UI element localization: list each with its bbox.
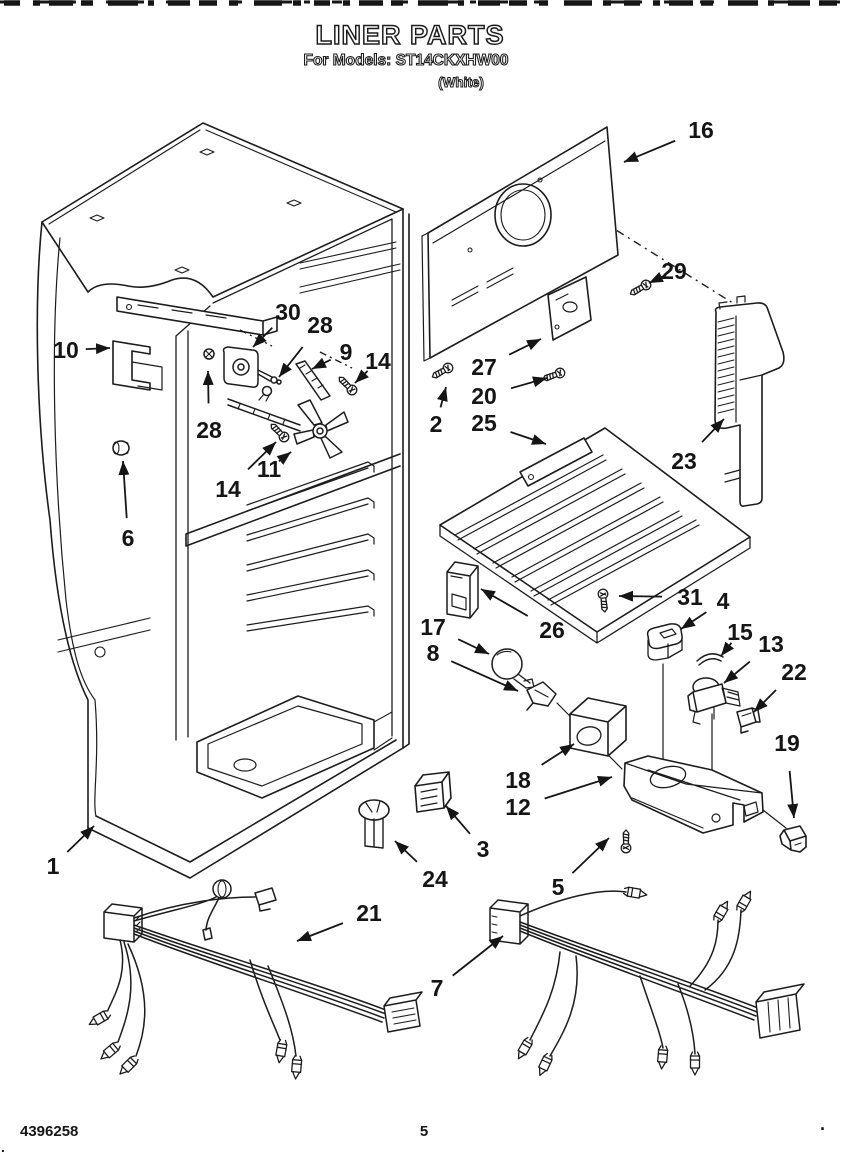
- callout-label-12: 12: [505, 794, 531, 820]
- callout-label-9: 9: [340, 339, 353, 365]
- wire-harness-7-drawing: [489, 885, 805, 1079]
- callout-arrow-2: [437, 386, 448, 408]
- callout-arrow-3: [445, 805, 471, 835]
- footer-stray-mark-left: .: [1, 1139, 5, 1155]
- callout-arrow-20: [510, 376, 548, 390]
- lamp-housing-and-console-drawing: [358, 697, 807, 854]
- refrigerator-liner-cabinet-drawing: [36, 122, 410, 879]
- footer-doc-number: 4396258: [20, 1123, 78, 1140]
- screw-2-drawing: [429, 360, 456, 382]
- wire-harness-21-drawing: [86, 879, 423, 1081]
- callout-label-28: 28: [196, 417, 222, 443]
- callout-arrow-5: [571, 837, 610, 874]
- callout-arrow-27: [508, 338, 542, 356]
- callout-arrow-15: [720, 641, 735, 657]
- callout-label-16: 16: [688, 117, 714, 143]
- callout-label-29: 29: [661, 258, 687, 284]
- callout-arrow-31: [618, 590, 663, 602]
- callout-arrow-29: [648, 271, 665, 284]
- callout-label-13: 13: [758, 631, 784, 657]
- callout-label-14: 14: [215, 476, 241, 502]
- callout-label-19: 19: [774, 730, 800, 756]
- callout-label-4: 4: [717, 588, 730, 614]
- callout-label-2: 2: [430, 411, 443, 437]
- callout-label-28: 28: [307, 312, 333, 338]
- callout-label-21: 21: [356, 900, 382, 926]
- air-duct-23-drawing: [714, 295, 785, 507]
- callout-label-3: 3: [477, 836, 490, 862]
- callout-arrow-10: [85, 343, 111, 355]
- callout-arrow-23: [701, 418, 725, 443]
- screw-29-drawing: [627, 277, 654, 299]
- callout-label-17: 17: [420, 614, 446, 640]
- callout-label-8: 8: [427, 640, 440, 666]
- callout-label-26: 26: [539, 617, 565, 643]
- callout-label-20: 20: [471, 383, 497, 409]
- callout-arrow-8: [450, 660, 519, 692]
- callout-arrow-4: [680, 611, 707, 630]
- callout-arrow-25: [510, 431, 547, 445]
- page-title: LINER PARTS: [315, 20, 504, 50]
- callout-label-24: 24: [422, 866, 448, 892]
- callout-arrow-6: [118, 460, 130, 519]
- callout-arrow-9: [311, 357, 332, 370]
- small-parts-center-drawing: [446, 561, 761, 811]
- callout-arrow-28: [278, 346, 304, 378]
- footer-stray-mark-right: .: [820, 1114, 825, 1134]
- screw-14-upper-drawing: [335, 373, 360, 398]
- callout-arrow-18: [541, 743, 575, 766]
- callout-arrow-30: [252, 327, 273, 348]
- callout-label-1: 1: [47, 853, 60, 879]
- callout-arrow-14: [247, 441, 277, 471]
- back-panel-16-drawing: [421, 126, 654, 385]
- callout-arrow-17: [457, 638, 490, 655]
- callout-label-22: 22: [781, 659, 807, 685]
- callout-arrow-24: [394, 840, 418, 863]
- callout-label-6: 6: [122, 525, 135, 551]
- callout-arrow-16: [623, 139, 676, 163]
- callout-arrow-12: [544, 776, 613, 800]
- callout-arrow-19: [787, 770, 799, 819]
- callout-label-31: 31: [677, 584, 703, 610]
- callout-label-11: 11: [257, 456, 282, 482]
- finish-line: (White): [438, 75, 484, 90]
- callout-label-5: 5: [552, 874, 565, 900]
- callout-arrow-1: [66, 825, 95, 853]
- screw-5-drawing: [620, 829, 632, 854]
- callout-label-18: 18: [505, 767, 531, 793]
- callout-arrow-13: [723, 660, 751, 684]
- callout-label-14: 14: [365, 348, 391, 374]
- screw-20-drawing: [540, 366, 567, 385]
- callout-arrow-21: [296, 922, 344, 942]
- clipped-header-marks: [0, 0, 848, 6]
- callout-label-23: 23: [671, 448, 697, 474]
- callout-arrow-26: [480, 588, 529, 617]
- callout-label-15: 15: [727, 619, 753, 645]
- callout-arrow-28: [202, 370, 214, 404]
- callout-arrow-14: [354, 369, 369, 384]
- footer-page-number: 5: [420, 1123, 428, 1140]
- evaporator-fan-motor-cluster-drawing: [112, 346, 360, 459]
- callout-label-27: 27: [471, 354, 497, 380]
- models-line: For Models: ST14CKXHW00: [304, 52, 509, 69]
- callout-arrow-11: [276, 451, 292, 465]
- callout-label-7: 7: [431, 975, 444, 1001]
- callout-label-10: 10: [53, 337, 79, 363]
- callout-label-25: 25: [471, 410, 497, 436]
- evaporator-cover-25-drawing: [439, 427, 751, 644]
- callout-label-30: 30: [275, 299, 301, 325]
- callout-arrow-7: [452, 935, 504, 977]
- callout-arrow-22: [753, 689, 777, 713]
